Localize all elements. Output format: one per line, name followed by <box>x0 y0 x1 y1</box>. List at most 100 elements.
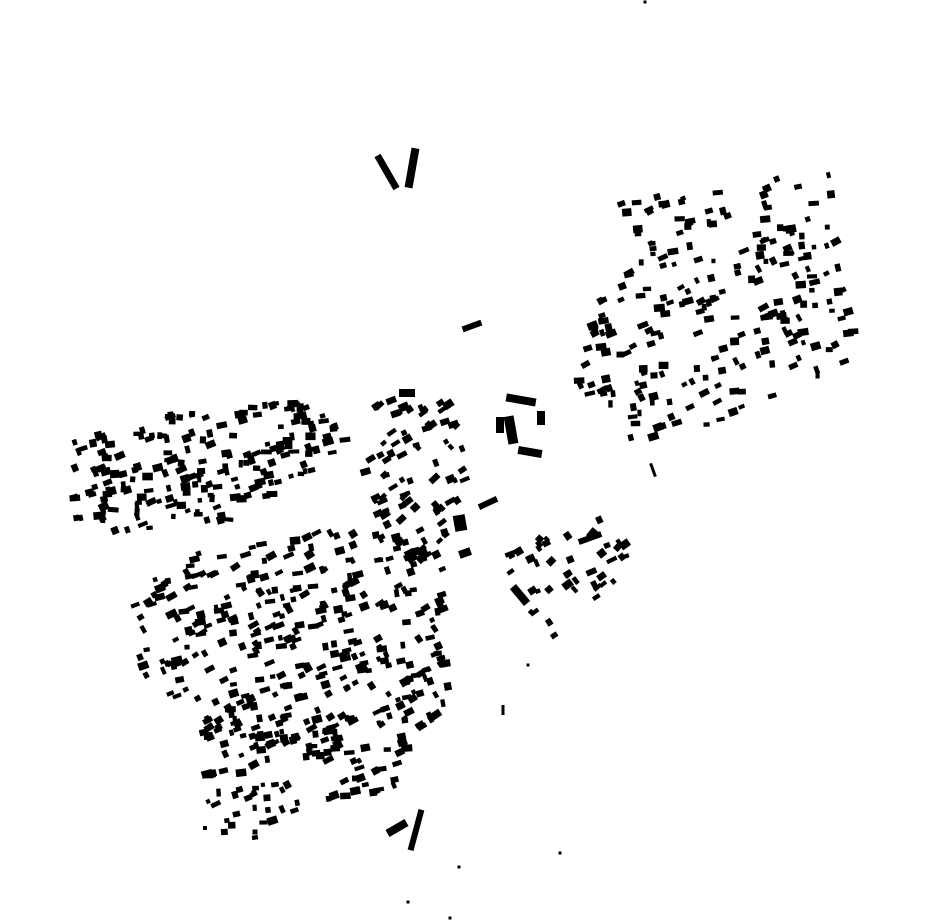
building <box>241 702 251 711</box>
building <box>288 449 300 454</box>
building <box>809 287 815 293</box>
building <box>768 237 777 246</box>
building <box>252 804 257 811</box>
building <box>235 785 244 794</box>
building <box>562 568 573 579</box>
building <box>191 651 200 659</box>
building <box>425 419 438 431</box>
building <box>246 571 257 582</box>
building <box>562 530 573 541</box>
building <box>229 561 241 572</box>
building <box>458 444 466 453</box>
building <box>800 300 808 308</box>
building <box>615 538 623 547</box>
building <box>100 518 106 524</box>
building <box>437 503 446 512</box>
building <box>332 531 341 541</box>
building <box>272 610 282 618</box>
building <box>305 432 316 441</box>
building <box>251 790 257 797</box>
building <box>788 361 799 371</box>
building <box>506 568 515 576</box>
building <box>730 315 740 320</box>
building <box>145 496 158 507</box>
building <box>634 380 640 387</box>
building <box>231 790 239 800</box>
building <box>825 171 832 179</box>
building <box>414 719 425 730</box>
building <box>666 398 673 406</box>
building <box>221 749 230 759</box>
building <box>381 455 392 465</box>
building <box>410 689 417 696</box>
building <box>681 296 695 306</box>
building <box>182 686 190 693</box>
building <box>838 357 850 366</box>
building <box>321 436 335 447</box>
building <box>203 622 213 629</box>
building <box>804 265 811 273</box>
building <box>305 723 318 734</box>
building <box>270 781 280 788</box>
building <box>693 255 704 264</box>
building <box>99 495 109 503</box>
building <box>809 341 822 352</box>
building <box>425 676 435 686</box>
building <box>417 543 427 553</box>
building <box>299 662 311 668</box>
building <box>377 720 386 729</box>
building <box>658 361 669 369</box>
building <box>591 593 601 602</box>
building <box>830 340 840 350</box>
building <box>267 713 277 722</box>
building <box>240 692 251 699</box>
building <box>178 608 190 615</box>
building <box>205 734 215 742</box>
building <box>203 826 207 830</box>
building <box>278 786 286 794</box>
building <box>385 662 393 669</box>
building <box>627 414 638 420</box>
building <box>391 759 403 768</box>
building <box>265 588 273 596</box>
building <box>305 450 313 457</box>
building <box>791 294 803 305</box>
building <box>634 229 642 237</box>
building <box>247 611 255 621</box>
building <box>249 701 259 711</box>
building <box>137 432 145 440</box>
building <box>174 675 185 684</box>
building <box>200 649 209 658</box>
building <box>425 711 433 720</box>
building <box>251 834 259 841</box>
building <box>433 641 444 652</box>
building <box>361 781 370 788</box>
building <box>277 634 283 641</box>
building <box>401 433 414 445</box>
building <box>347 576 361 588</box>
building <box>156 498 163 505</box>
building <box>220 828 229 836</box>
building <box>323 689 333 699</box>
building <box>674 216 685 222</box>
building <box>688 377 696 386</box>
building <box>374 153 400 191</box>
building <box>659 261 668 270</box>
building <box>232 725 242 733</box>
building <box>761 200 769 210</box>
building <box>314 606 327 615</box>
building <box>194 508 200 516</box>
building <box>544 584 554 595</box>
building <box>737 330 746 339</box>
building <box>337 616 346 624</box>
building <box>282 681 293 690</box>
building <box>783 316 790 323</box>
building <box>205 480 214 489</box>
building <box>650 372 658 379</box>
building <box>621 553 630 560</box>
building <box>247 404 258 411</box>
building <box>203 714 212 724</box>
building <box>382 507 390 514</box>
building <box>238 752 245 759</box>
building <box>638 259 644 266</box>
